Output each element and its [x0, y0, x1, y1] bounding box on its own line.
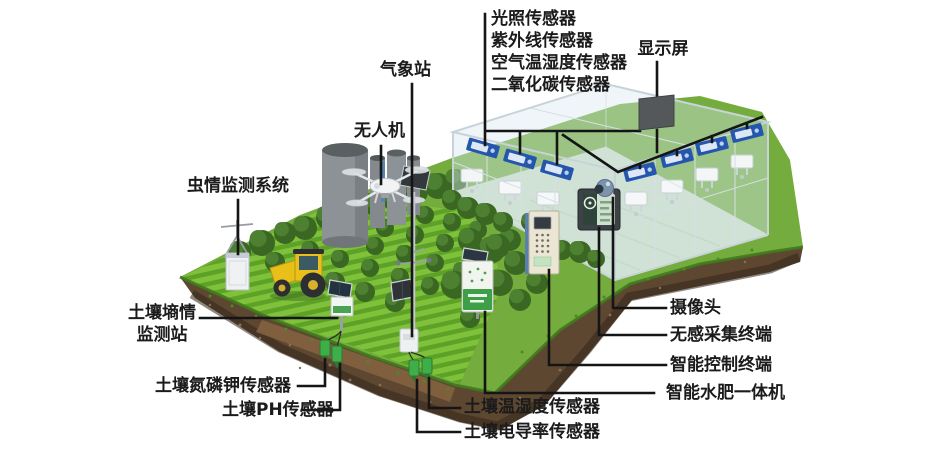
label-soil-temp-humidity-sensor: 土壤温湿度传感器	[464, 397, 600, 417]
tilled-soil-strip	[256, 320, 455, 402]
camera-device	[594, 179, 614, 197]
label-light-sensor: 光照传感器	[491, 9, 576, 29]
soil-cliff	[179, 245, 804, 431]
collection-terminal-device	[577, 188, 621, 231]
label-uv-sensor: 紫外线传感器	[491, 31, 593, 51]
greenhouse-sensor-boxes	[466, 123, 764, 182]
soil-temp-humidity-sensor-device	[421, 357, 433, 380]
grass-edge	[179, 245, 804, 395]
label-weather-station: 气象站	[380, 60, 431, 80]
greenhouse-sensor-labels: 光照传感器 紫外线传感器 空气温湿度传感器 二氧化碳传感器	[491, 8, 627, 96]
label-drone: 无人机	[354, 121, 405, 141]
label-insect-monitor: 虫情监测系统	[187, 176, 289, 196]
soil-ec-sensor-device	[408, 359, 420, 382]
label-soil-moisture-station: 土壤墒情 监测站	[124, 302, 200, 346]
greenhouse	[449, 82, 772, 282]
label-control-terminal: 智能控制终端	[670, 355, 772, 375]
drone	[341, 165, 431, 207]
soil-ph-sensor-device	[331, 345, 343, 368]
label-contactless-terminal: 无感采集终端	[670, 325, 772, 345]
fertilizer-machine-device	[461, 247, 494, 319]
label-soil-ph-sensor: 土壤PH传感器	[222, 400, 334, 420]
label-air-temp-humidity-sensor: 空气温湿度传感器	[491, 53, 627, 73]
label-co2-sensor: 二氧化碳传感器	[491, 75, 610, 95]
control-terminal-device	[525, 210, 560, 275]
label-camera: 摄像头	[670, 298, 721, 318]
label-soil-ec-sensor: 土壤电导率传感器	[464, 422, 600, 442]
label-display-screen: 显示屏	[637, 39, 689, 59]
soil-moisture-station-device	[327, 279, 354, 333]
label-soil-moisture-station-line1: 土壤墒情	[128, 303, 196, 323]
label-soil-moisture-station-line2: 监测站	[136, 325, 188, 345]
annotation-lines	[198, 12, 764, 434]
label-soil-npk-sensor: 土壤氮磷钾传感器	[155, 376, 291, 396]
label-fertilizer-machine: 智能水肥一体机	[666, 383, 785, 403]
tractor	[269, 249, 326, 301]
display-screen-device	[638, 94, 675, 131]
